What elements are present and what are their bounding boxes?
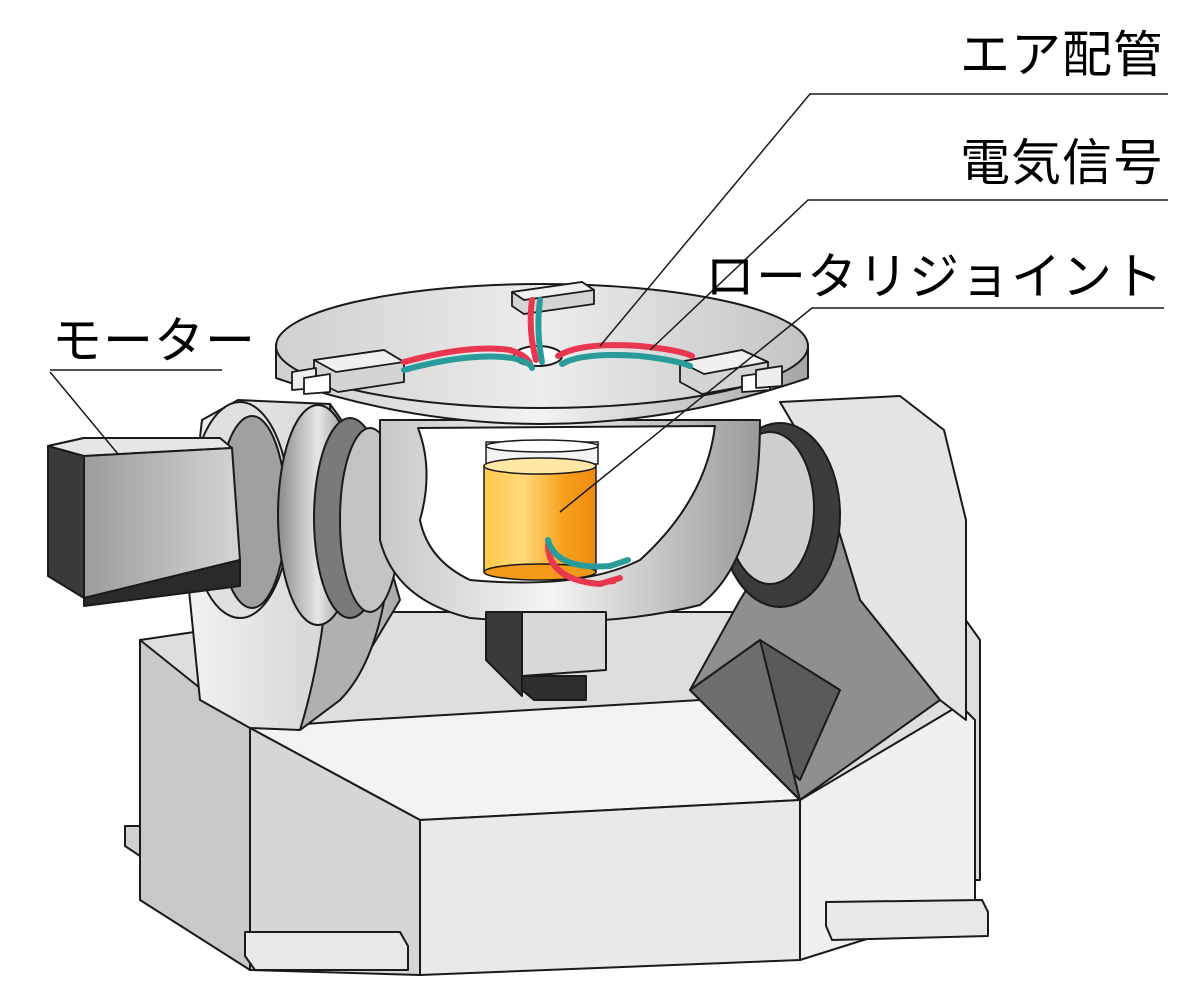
joint-lines [545, 537, 631, 588]
base-pad-back-left [124, 825, 141, 857]
air-line-top [527, 297, 539, 363]
clamp-left [291, 349, 405, 395]
right-yoke [689, 395, 967, 801]
clamps [291, 281, 783, 395]
leader-air [599, 93, 1168, 347]
shaft-block-dark [485, 611, 523, 697]
air-piping-label: エア配管 [960, 26, 1164, 84]
base-right-front [799, 704, 976, 961]
air-line-left [401, 345, 533, 367]
shaft-foot [521, 675, 587, 701]
joint-signal-line [545, 537, 631, 570]
air-line-right [555, 342, 695, 359]
motor-front-face [47, 437, 85, 599]
motor-label: モーター [52, 312, 256, 370]
base-foot-left [244, 931, 409, 971]
base-left-front [249, 727, 421, 976]
rotary-joint [483, 439, 599, 581]
signal-line-right [559, 352, 693, 369]
motor-bottom-face [83, 559, 241, 607]
signal-line-left [401, 353, 535, 373]
lower-shaft [485, 611, 607, 701]
leader-elec [649, 199, 1168, 351]
electric-signal-label: 電気信号 [960, 134, 1164, 192]
turntable-lines [401, 297, 695, 373]
signal-line-top [535, 297, 545, 365]
motor-top-face [47, 437, 233, 457]
motor [47, 437, 241, 607]
right-yoke-slope [689, 639, 801, 801]
rotary-joint-body [483, 465, 597, 573]
base-center-front [419, 799, 801, 976]
rotary-joint-top-edge [483, 457, 597, 475]
rotary-joint-label: ロータリジョイント [705, 248, 1164, 306]
joint-air-line-b [548, 554, 616, 585]
leader-lines [49, 93, 1168, 513]
leader-motor-diag [49, 371, 119, 455]
left-yoke [185, 399, 401, 731]
shaft-block-light [521, 611, 607, 677]
leader-rotary [559, 307, 1164, 513]
base-foot-right [825, 899, 989, 941]
